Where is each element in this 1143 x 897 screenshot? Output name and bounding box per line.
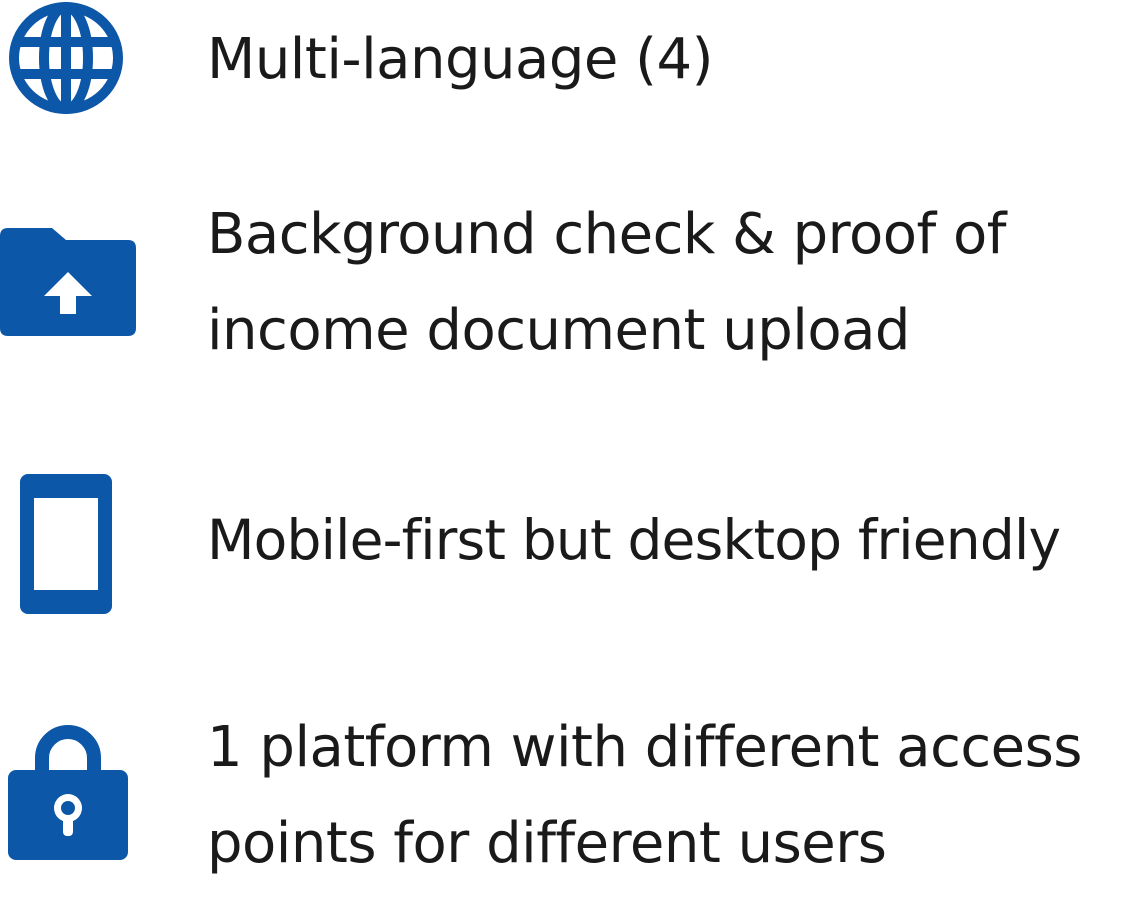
feature-access-points: 1 platform with different access points … <box>0 700 1143 897</box>
feature-label: Mobile-first but desktop friendly <box>207 492 1061 588</box>
feature-label-line: Multi-language (4) <box>207 27 713 92</box>
feature-label-line: income document upload <box>207 298 910 363</box>
feature-label-line: points for different users <box>207 811 887 876</box>
lock-icon <box>8 724 128 860</box>
feature-label-line: Mobile-first but desktop friendly <box>207 508 1061 572</box>
globe-icon <box>8 2 124 114</box>
tablet-icon <box>20 474 112 614</box>
feature-mobile-first: Mobile-first but desktop friendly <box>0 470 1143 615</box>
feature-label: Background check & proof of income docum… <box>207 187 1006 379</box>
feature-document-upload: Background check & proof of income docum… <box>0 190 1143 390</box>
feature-label: Multi-language (4) <box>207 12 713 108</box>
feature-label-line: 1 platform with different access <box>207 715 1082 780</box>
feature-label-line: Background check & proof of <box>207 202 1006 267</box>
folder-upload-icon <box>0 228 136 336</box>
feature-multi-language: Multi-language (4) <box>0 0 1143 120</box>
feature-label: 1 platform with different access points … <box>207 700 1082 892</box>
